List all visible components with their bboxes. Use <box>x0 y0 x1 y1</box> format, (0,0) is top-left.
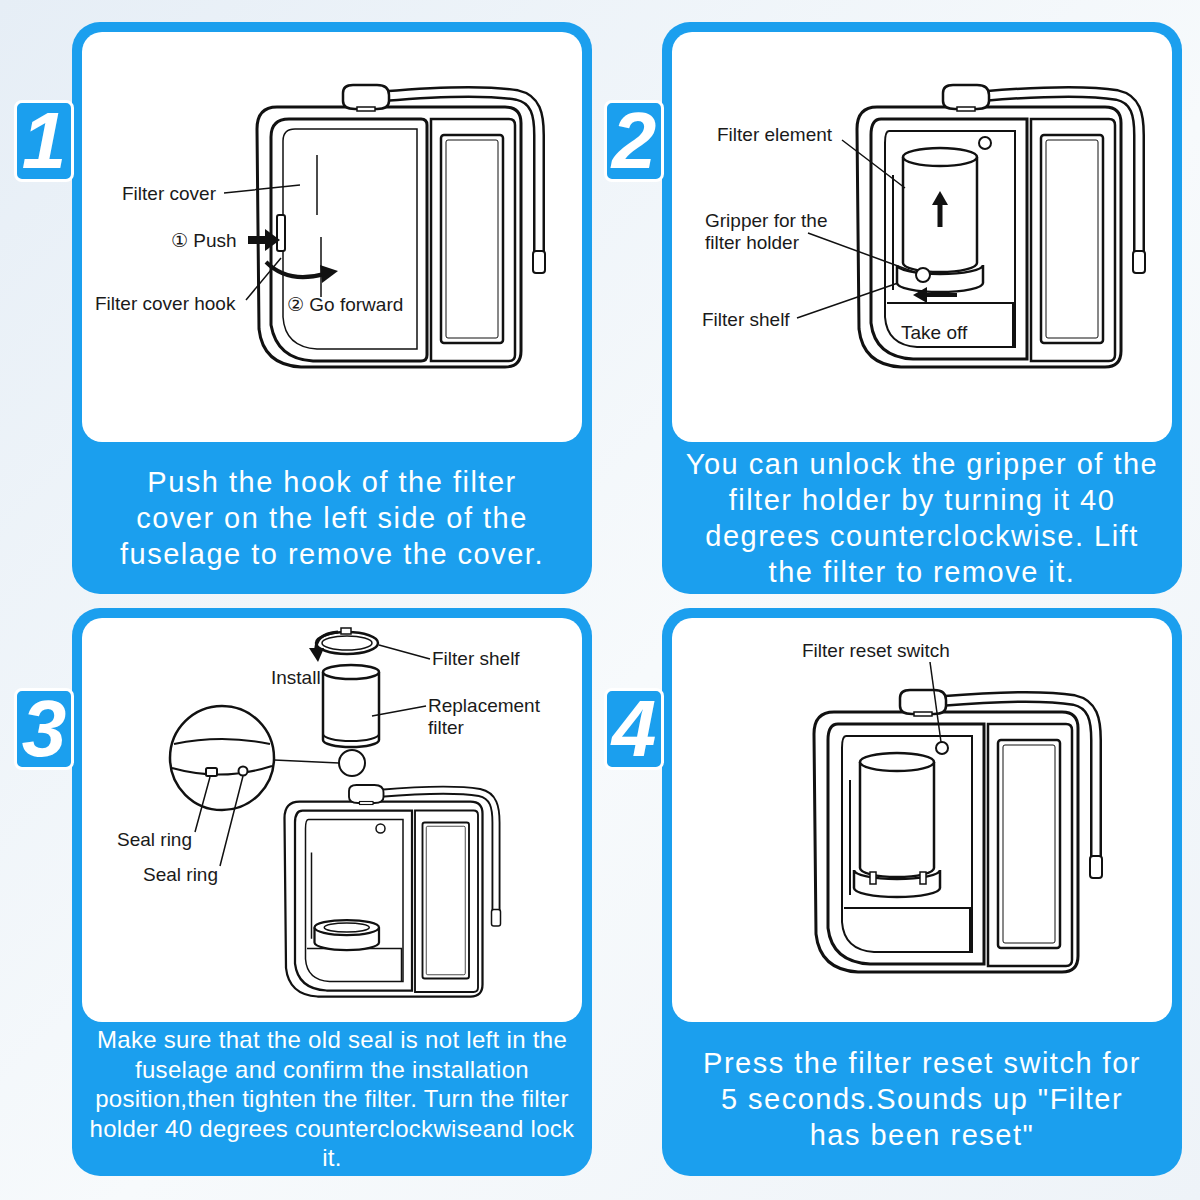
step-number: 1 <box>22 101 67 181</box>
caption-band: Push the hook of the filter cover on the… <box>82 448 582 588</box>
step-number: 4 <box>612 689 657 769</box>
part-label: Filter cover <box>122 183 216 205</box>
illustration-area <box>82 32 582 442</box>
step-number-tab: 3 <box>14 688 74 770</box>
step-number-tab: 2 <box>604 100 664 182</box>
step-caption: Push the hook of the filter cover on the… <box>117 464 547 572</box>
step-panel: Make sure that the old seal is not left … <box>72 608 592 1176</box>
part-label: Filter cover hook <box>95 293 235 315</box>
illustration-area <box>672 618 1172 1022</box>
step-number-tab: 4 <box>604 688 664 770</box>
step-number-tab: 1 <box>14 100 74 182</box>
illustration-area <box>82 618 582 1022</box>
step-caption: You can unlock the gripper of the filter… <box>682 446 1162 590</box>
part-label: Filter shelf <box>702 309 790 331</box>
step-caption: Make sure that the old seal is not left … <box>82 1025 582 1173</box>
part-label: Gripper for the filter holder <box>705 210 850 255</box>
caption-band: Make sure that the old seal is not left … <box>82 1028 582 1170</box>
part-label: Install <box>271 667 321 689</box>
caption-band: Press the filter reset switch for 5 seco… <box>672 1028 1172 1170</box>
step-panel: Press the filter reset switch for 5 seco… <box>662 608 1182 1176</box>
part-label: Seal ring <box>143 864 218 886</box>
part-label: Seal ring <box>117 829 192 851</box>
part-label: Replacement filter <box>428 695 556 740</box>
part-label: Take off <box>901 322 967 344</box>
step-number: 2 <box>612 101 657 181</box>
part-label: Filter element <box>717 124 832 146</box>
part-label: ① Push <box>171 230 237 252</box>
caption-band: You can unlock the gripper of the filter… <box>672 448 1172 588</box>
part-label: Filter reset switch <box>802 640 950 662</box>
part-label: ② Go forward <box>287 294 403 316</box>
part-label: Filter shelf <box>432 648 520 670</box>
step-caption: Press the filter reset switch for 5 seco… <box>702 1045 1142 1153</box>
step-panel: You can unlock the gripper of the filter… <box>662 22 1182 594</box>
step-number: 3 <box>22 689 67 769</box>
